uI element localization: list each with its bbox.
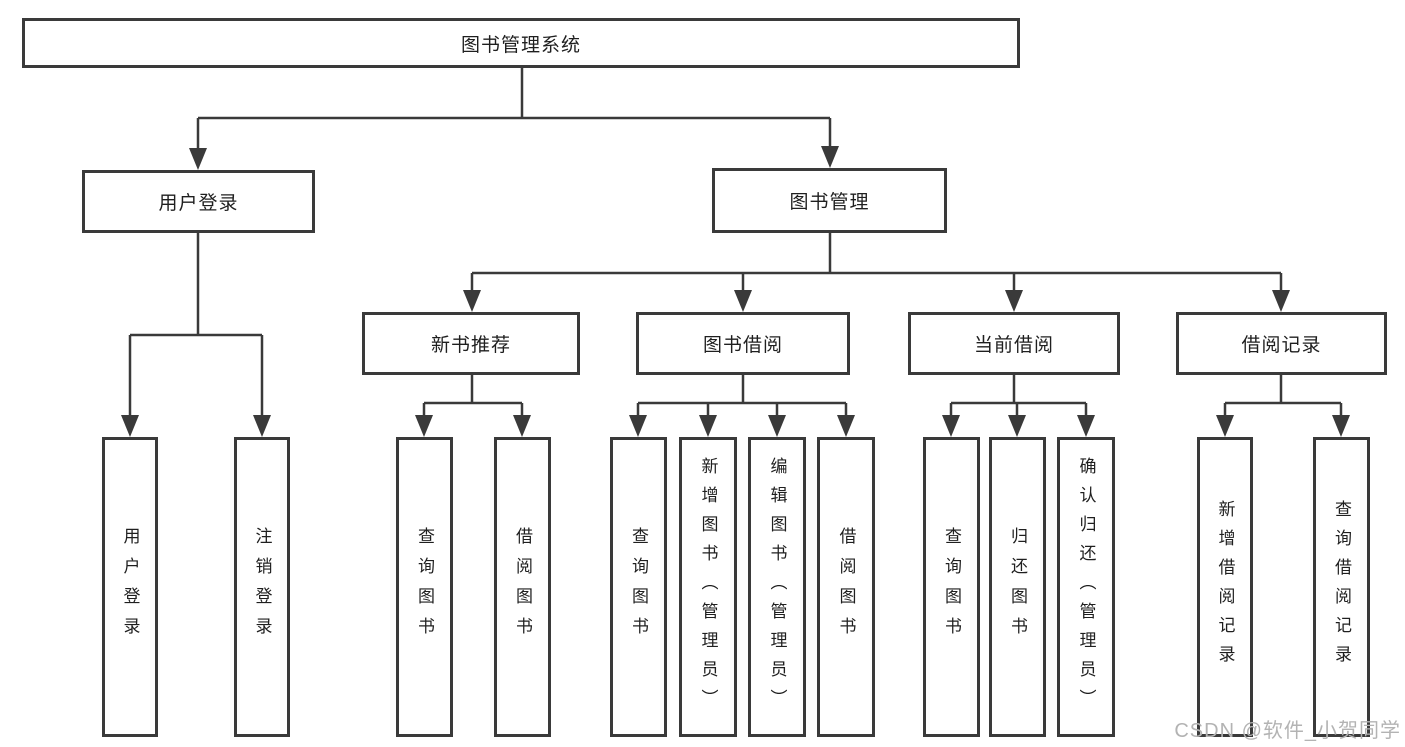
leaf-logout: 注销登录: [234, 437, 290, 737]
node-borrow-records: 借阅记录: [1176, 312, 1387, 375]
leaf-add-books-admin: 新增图书（管理员）: [679, 437, 737, 737]
node-root: 图书管理系统: [22, 18, 1020, 68]
leaf-query-books-current: 查询图书: [923, 437, 980, 737]
node-book-borrow: 图书借阅: [636, 312, 850, 375]
node-user-login: 用户登录: [82, 170, 315, 233]
leaf-query-books-borrow: 查询图书: [610, 437, 667, 737]
node-new-book-recommend: 新书推荐: [362, 312, 580, 375]
csdn-watermark: CSDN @软件_小贺同学: [1174, 720, 1401, 742]
leaf-edit-books-admin: 编辑图书（管理员）: [748, 437, 806, 737]
leaf-query-borrow-record: 查询借阅记录: [1313, 437, 1370, 737]
leaf-add-borrow-record: 新增借阅记录: [1197, 437, 1253, 737]
leaf-borrow-books-recommend: 借阅图书: [494, 437, 551, 737]
leaf-query-books-recommend: 查询图书: [396, 437, 453, 737]
node-current-borrow: 当前借阅: [908, 312, 1120, 375]
leaf-borrow-books: 借阅图书: [817, 437, 875, 737]
node-book-management: 图书管理: [712, 168, 947, 233]
leaf-return-books: 归还图书: [989, 437, 1046, 737]
leaf-user-login: 用户登录: [102, 437, 158, 737]
leaf-confirm-return-admin: 确认归还（管理员）: [1057, 437, 1115, 737]
